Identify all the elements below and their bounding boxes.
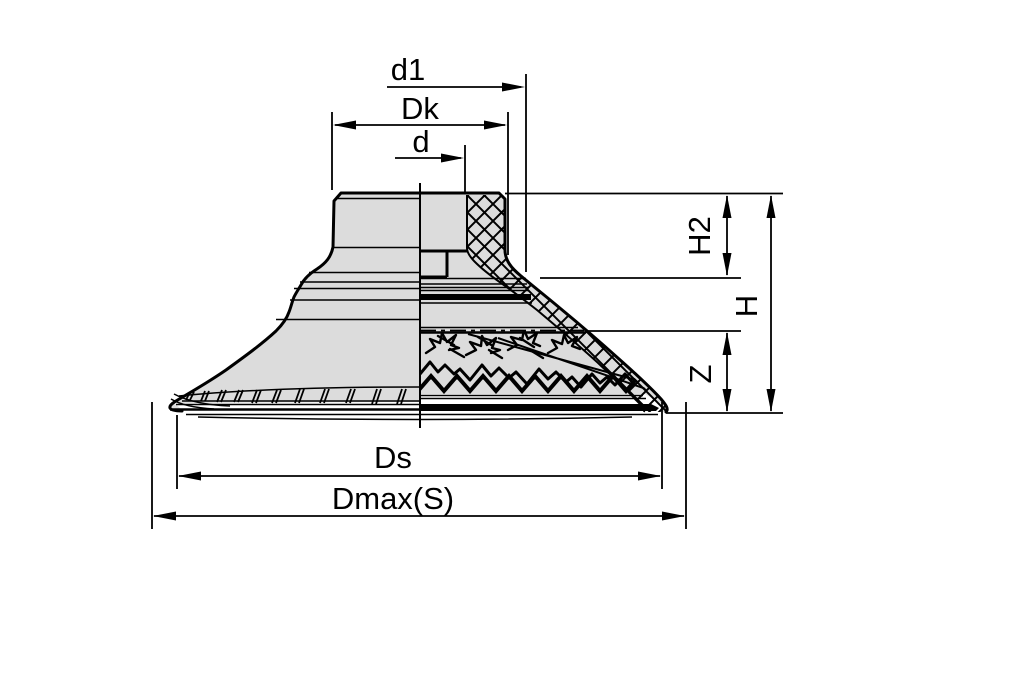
right-bottom-black-band: [420, 404, 659, 411]
h-arrow-top: [766, 195, 776, 218]
dimension-dk: Dk: [331, 91, 509, 255]
ds-extension-lines: [176, 402, 663, 489]
cup-left-exterior: [168, 191, 633, 421]
bore-step-edges: [420, 249, 467, 279]
h2-arrow-bottom: [722, 253, 732, 276]
dimension-z: Z: [683, 332, 732, 412]
lip-rib-slots: [185, 388, 407, 405]
d-label: d: [412, 124, 429, 159]
right-outline: [418, 191, 669, 414]
ds-arrow-left: [178, 471, 201, 481]
plate-black-band: [420, 294, 531, 300]
dk-arrow-left: [333, 120, 356, 130]
dk-extension-lines: [331, 112, 509, 255]
z-label: Z: [683, 365, 718, 384]
z-arrow-bottom: [722, 389, 732, 412]
dmax-arrow-left: [153, 511, 176, 521]
dk-label: Dk: [401, 91, 439, 126]
dimensions: d1 Dk d H2 Z: [151, 52, 783, 529]
left-silhouette: [169, 193, 420, 411]
dimension-h2: H2: [682, 195, 732, 276]
dmax-arrow-right: [662, 511, 685, 521]
right-bottom-lines: [420, 394, 658, 416]
h-arrow-bottom: [766, 389, 776, 412]
h-label: H: [729, 295, 764, 317]
h2-label: H2: [682, 216, 717, 256]
z-arrow-top: [722, 332, 732, 355]
d-arrow: [441, 153, 464, 163]
dimension-d: d: [395, 124, 466, 192]
left-contour-lines: [178, 197, 466, 397]
left-bottom-lines: [176, 400, 633, 421]
dmax-label: Dmax(S): [332, 481, 454, 516]
plate-lines: [420, 277, 578, 329]
ds-arrow-right: [638, 471, 661, 481]
dimension-dmax: Dmax(S): [151, 402, 687, 529]
h2-arrow-top: [722, 195, 732, 218]
d1-arrow: [502, 82, 525, 92]
dimension-h: H: [729, 195, 776, 412]
dimension-d1: d1: [387, 52, 527, 272]
dmax-extension-lines: [151, 402, 687, 529]
dk-arrow-right: [484, 120, 507, 130]
d1-label: d1: [391, 52, 425, 87]
ds-label: Ds: [374, 440, 412, 475]
dimension-ds: Ds: [176, 402, 663, 489]
texture-claws: [424, 331, 582, 360]
cup-right-section: [418, 191, 669, 418]
